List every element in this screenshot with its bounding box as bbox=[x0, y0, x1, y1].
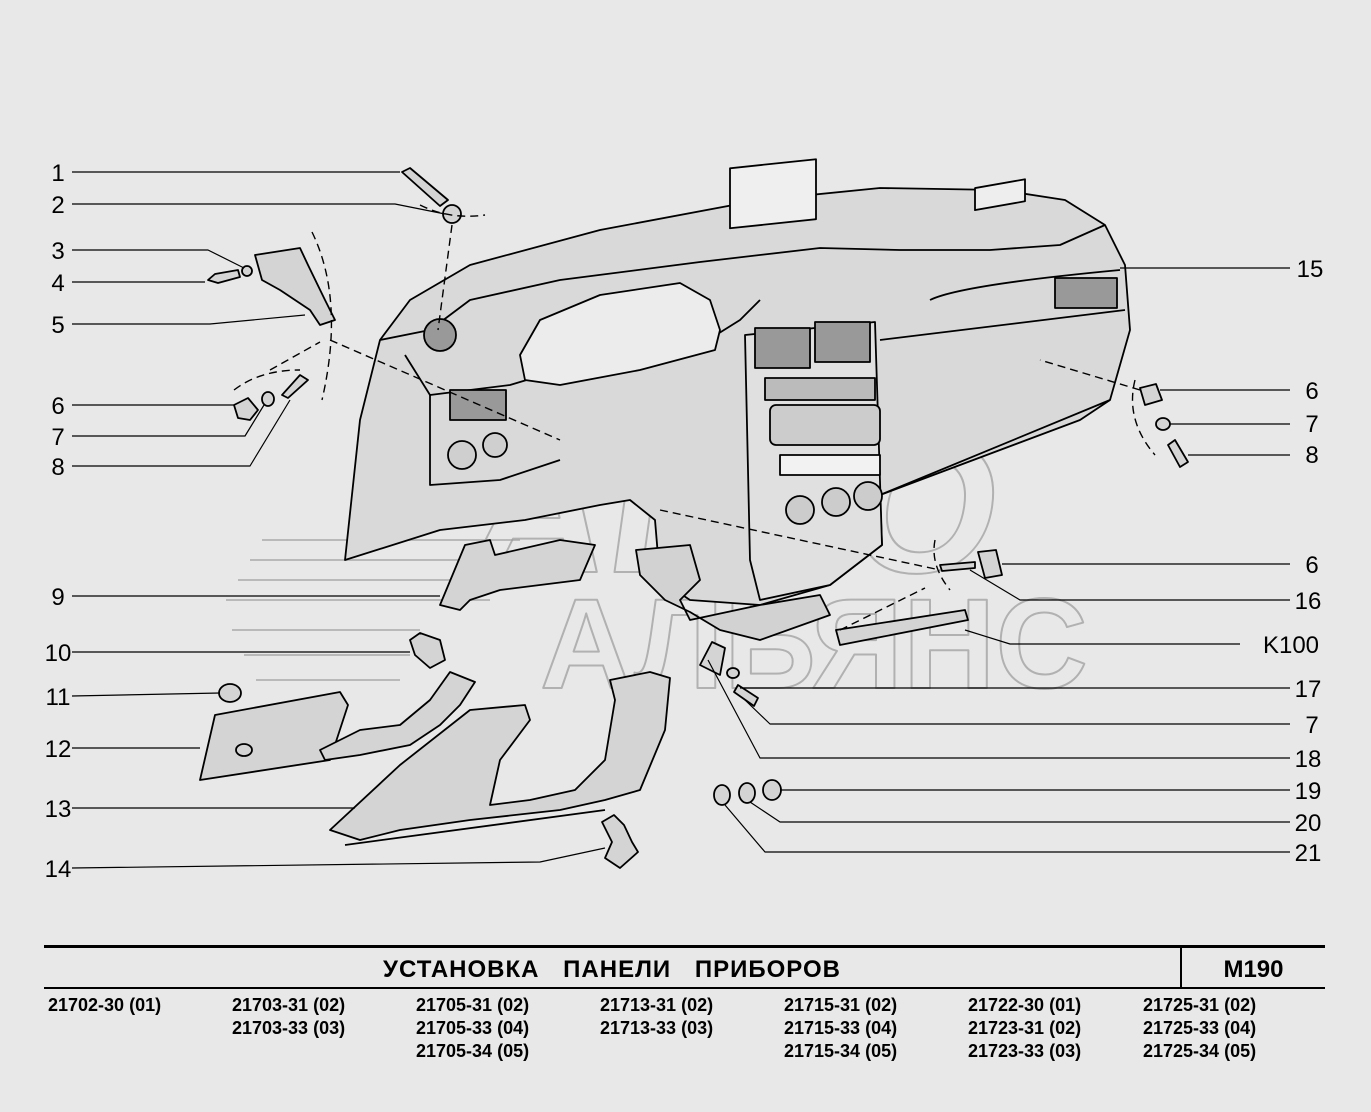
callout-10: 10 bbox=[45, 640, 72, 667]
model-code: 21713-31 (02) bbox=[600, 995, 714, 1015]
right-vent bbox=[1054, 277, 1118, 309]
model-code: 21725-34 (05) bbox=[1143, 1041, 1257, 1061]
part-6-clip-left bbox=[233, 397, 259, 421]
dashboard-exploded-diagram: АВТО АЛЬЯНС bbox=[45, 158, 1323, 883]
model-code: 21713-33 (03) bbox=[600, 1018, 714, 1038]
model-column-1: 21702-30 (01) bbox=[48, 994, 161, 1017]
leader-lines bbox=[71, 171, 1290, 869]
callout-16: 16 bbox=[1295, 588, 1322, 615]
callout-9: 9 bbox=[51, 584, 64, 611]
callout-18: 18 bbox=[1295, 746, 1322, 773]
part-8-screw-left bbox=[281, 374, 309, 399]
callout-15: 15 bbox=[1297, 256, 1324, 283]
callout-7-left: 7 bbox=[51, 424, 64, 451]
callout-7-right-upper: 7 bbox=[1305, 411, 1318, 438]
lower-console-frame bbox=[635, 544, 831, 641]
part-18-bracket bbox=[699, 641, 726, 676]
callout-5: 5 bbox=[51, 312, 64, 339]
part-7-nut-right-upper bbox=[1155, 417, 1171, 431]
model-column-3: 21705-31 (02) 21705-33 (04) 21705-34 (05… bbox=[416, 994, 529, 1063]
part-7-nut-left bbox=[261, 391, 275, 407]
callout-21: 21 bbox=[1295, 840, 1322, 867]
glovebox-handle bbox=[974, 178, 1026, 211]
callout-k100: K100 bbox=[1263, 632, 1319, 659]
part-17-bolt bbox=[733, 684, 759, 707]
callout-4: 4 bbox=[51, 270, 64, 297]
model-code: 21715-31 (02) bbox=[784, 995, 898, 1015]
diagram-title: УСТАНОВКА ПАНЕЛИ ПРИБОРОВ bbox=[383, 956, 841, 983]
instrument-cluster bbox=[519, 282, 721, 386]
part-20-lockwasher bbox=[738, 782, 756, 804]
model-code: 21705-31 (02) bbox=[416, 995, 530, 1015]
light-switch-block bbox=[447, 432, 508, 470]
part-11-washer bbox=[218, 683, 242, 703]
center-display bbox=[729, 158, 817, 230]
model-column-4: 21713-31 (02) 21713-33 (03) bbox=[600, 994, 713, 1040]
part-9-bracket bbox=[439, 539, 596, 611]
model-list: 21702-30 (01) 21703-31 (02) 21703-33 (03… bbox=[48, 994, 1328, 1074]
callout-6-right-upper: 6 bbox=[1305, 378, 1318, 405]
callout-20: 20 bbox=[1295, 810, 1322, 837]
model-code: 21715-34 (05) bbox=[784, 1041, 898, 1061]
model-code: 21715-33 (04) bbox=[784, 1018, 898, 1038]
part-13-lower-trim bbox=[329, 671, 671, 846]
part-19-nut bbox=[762, 779, 782, 801]
model-code: 21723-31 (02) bbox=[968, 1018, 1082, 1038]
part-k100-bracket bbox=[835, 609, 969, 646]
model-code: 21705-34 (05) bbox=[416, 1041, 530, 1061]
model-column-2: 21703-31 (02) 21703-33 (03) bbox=[232, 994, 345, 1040]
model-code: 21722-30 (01) bbox=[968, 995, 1082, 1015]
callout-17: 17 bbox=[1295, 676, 1322, 703]
model-code: 21725-31 (02) bbox=[1143, 995, 1257, 1015]
part-16-screw bbox=[939, 561, 976, 572]
model-column-7: 21725-31 (02) 21725-33 (04) 21725-34 (05… bbox=[1143, 994, 1256, 1063]
callout-7-right-lower: 7 bbox=[1305, 712, 1318, 739]
callout-8-right: 8 bbox=[1305, 442, 1318, 469]
part-12-cover bbox=[199, 671, 476, 781]
model-code: 21703-33 (03) bbox=[232, 1018, 346, 1038]
callout-6-left: 6 bbox=[51, 393, 64, 420]
model-code: 21702-30 (01) bbox=[48, 995, 162, 1015]
callout-14: 14 bbox=[45, 856, 72, 883]
callout-13: 13 bbox=[45, 796, 72, 823]
callout-2: 2 bbox=[51, 192, 64, 219]
part-21-washer bbox=[713, 784, 731, 806]
model-code: 21703-31 (02) bbox=[232, 995, 346, 1015]
callout-19: 19 bbox=[1295, 778, 1322, 805]
model-column-6: 21722-30 (01) 21723-31 (02) 21723-33 (03… bbox=[968, 994, 1081, 1063]
part-7-nut-center bbox=[726, 667, 740, 679]
part-5-bracket bbox=[254, 247, 336, 326]
instrument-panel bbox=[344, 187, 1131, 606]
part-6-clip-right-upper bbox=[1139, 383, 1163, 406]
callout-3: 3 bbox=[51, 238, 64, 265]
part-8-screw-right bbox=[1167, 439, 1189, 468]
part-4-bolt bbox=[207, 269, 241, 284]
center-console bbox=[744, 321, 883, 601]
part-1-stud bbox=[401, 167, 449, 207]
model-column-5: 21715-31 (02) 21715-33 (04) 21715-34 (05… bbox=[784, 994, 897, 1063]
diagram-code: М190 bbox=[1223, 956, 1284, 983]
part-6-clip-center bbox=[977, 549, 1003, 579]
callout-6-right-lower: 6 bbox=[1305, 552, 1318, 579]
callout-8-left: 8 bbox=[51, 454, 64, 481]
title-bar: УСТАНОВКА ПАНЕЛИ ПРИБОРОВ М190 bbox=[44, 945, 1325, 989]
callout-1: 1 bbox=[51, 160, 64, 187]
title-separator bbox=[1180, 948, 1182, 987]
callouts-left: 1 2 3 4 5 6 7 8 9 10 11 12 13 14 bbox=[45, 160, 72, 883]
model-code: 21705-33 (04) bbox=[416, 1018, 530, 1038]
callout-12: 12 bbox=[45, 736, 72, 763]
model-code: 21725-33 (04) bbox=[1143, 1018, 1257, 1038]
part-3-washer bbox=[241, 265, 253, 277]
callouts-right: 15 6 7 8 6 16 K100 17 7 18 19 20 21 bbox=[1263, 256, 1323, 867]
left-round-vent bbox=[423, 318, 457, 352]
model-code: 21723-33 (03) bbox=[968, 1041, 1082, 1061]
assembly-dashes bbox=[233, 204, 1156, 631]
part-10-clip bbox=[409, 632, 446, 669]
part-14-plug bbox=[601, 814, 639, 869]
callout-11: 11 bbox=[46, 684, 71, 711]
